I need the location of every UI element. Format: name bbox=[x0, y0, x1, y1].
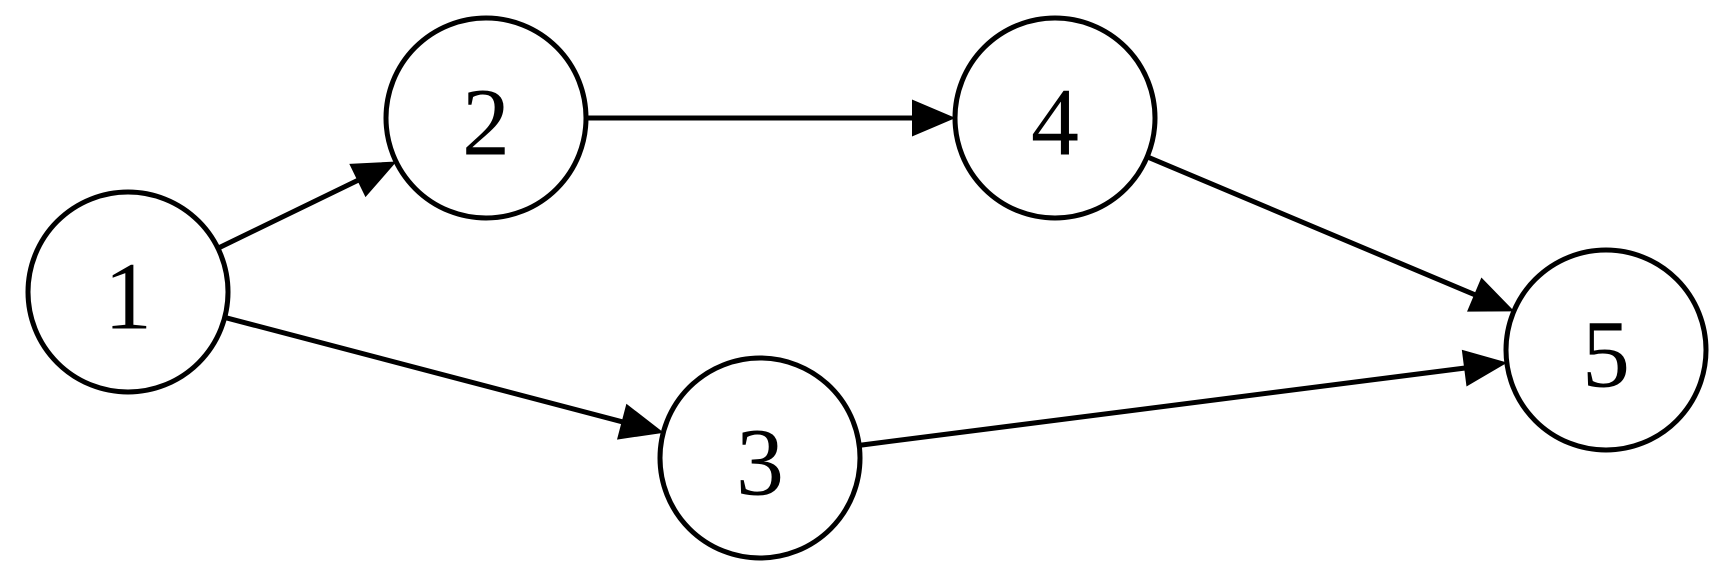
edge-3-to-5 bbox=[858, 349, 1508, 448]
node-circle bbox=[25, 189, 231, 395]
arrowhead-icon bbox=[1467, 277, 1515, 312]
node-label: 5 bbox=[1582, 301, 1630, 408]
edge-1-to-3 bbox=[224, 314, 664, 440]
nodes-layer: 1 2 3 4 5 bbox=[25, 15, 1709, 561]
node-label: 1 bbox=[104, 243, 152, 350]
node-3: 3 bbox=[657, 355, 863, 561]
node-1: 1 bbox=[25, 189, 231, 395]
node-label: 4 bbox=[1031, 69, 1079, 176]
node-circle bbox=[1503, 247, 1709, 453]
node-2: 2 bbox=[383, 15, 589, 221]
edge-2-to-4 bbox=[586, 99, 956, 137]
node-circle bbox=[383, 15, 589, 221]
edges-layer bbox=[216, 99, 1515, 448]
arrowhead-icon bbox=[349, 161, 397, 198]
node-label: 2 bbox=[462, 69, 510, 176]
edge-line bbox=[858, 364, 1470, 448]
edge-line bbox=[1146, 154, 1480, 299]
node-5: 5 bbox=[1503, 247, 1709, 453]
node-circle bbox=[657, 355, 863, 561]
arrowhead-icon bbox=[616, 403, 664, 440]
edge-4-to-5 bbox=[1146, 154, 1515, 312]
arrowhead-icon bbox=[1461, 349, 1508, 387]
arrowhead-icon bbox=[912, 99, 956, 137]
node-circle bbox=[952, 15, 1158, 221]
node-4: 4 bbox=[952, 15, 1158, 221]
edge-line bbox=[224, 314, 628, 426]
edge-1-to-2 bbox=[216, 161, 397, 251]
node-label: 3 bbox=[736, 409, 784, 516]
edge-line bbox=[216, 176, 363, 251]
